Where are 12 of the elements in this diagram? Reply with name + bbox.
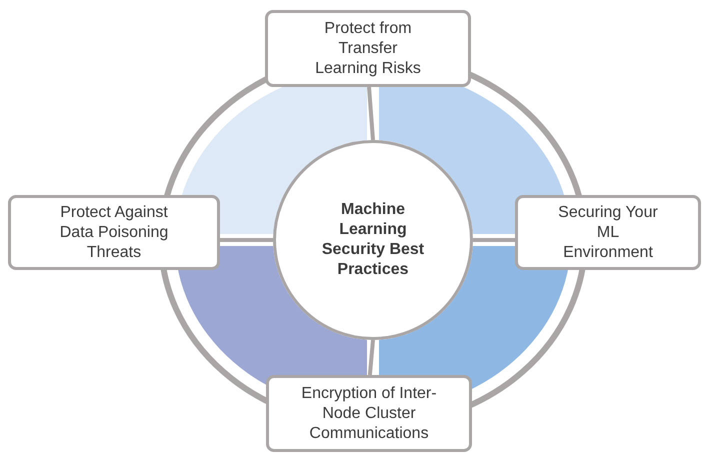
label-box (266, 375, 472, 452)
connector-line (220, 238, 273, 242)
node-label: Encryption of Inter-Node Cluster Communications (300, 384, 438, 444)
connector-line (367, 86, 375, 140)
node-label: Protect Against Data Poisoning Threats (58, 202, 170, 262)
node-label: Protect from Transfer Learning Risks (314, 18, 422, 78)
label-box (515, 195, 701, 270)
label-box (265, 10, 471, 87)
title-text: Machine Learning Security Best Practices (320, 200, 426, 280)
label-box (8, 195, 220, 270)
node-label: Securing Your ML Environment (558, 202, 658, 262)
connector-line (473, 238, 515, 242)
